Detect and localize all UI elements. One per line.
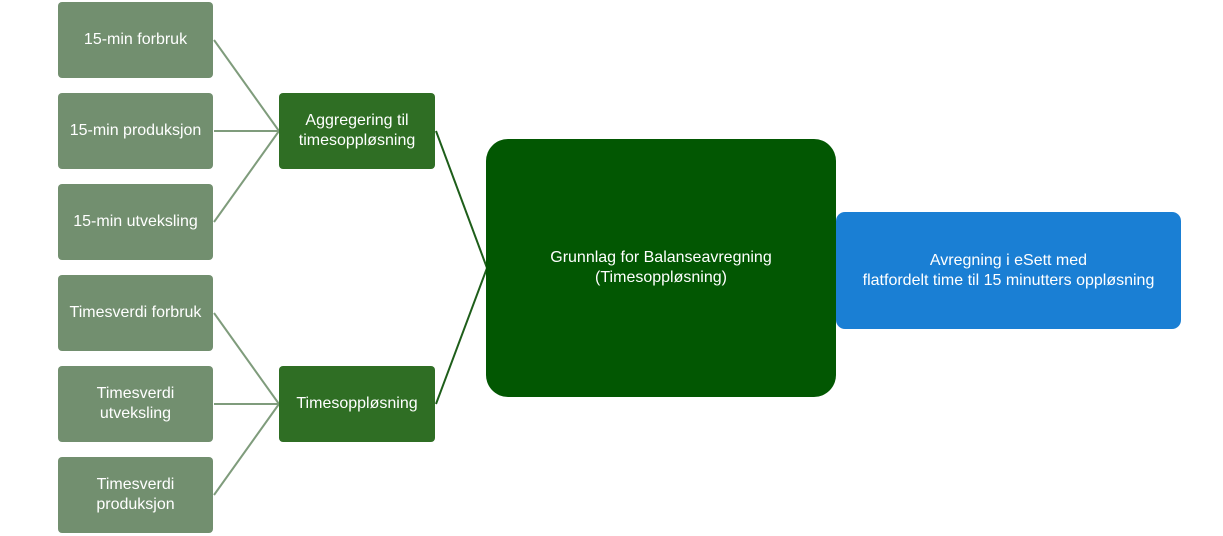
node-aggregation-to-hourly-label: Aggregering til timesoppløsning [298, 112, 416, 149]
node-balance-settlement-basis: Grunnlag for Balanseavregning (Timesoppl… [486, 139, 836, 397]
node-hourly-exchange-label: Timesverdi utveksling [96, 385, 175, 422]
connector-hourly-production-to-hourly [213, 403, 280, 496]
node-hourly-production-label: Timesverdi produksjon [96, 476, 175, 513]
node-hourly-resolution-label: Timesoppløsning [296, 395, 418, 412]
node-15min-consumption: 15-min forbruk [58, 2, 213, 78]
node-15min-exchange: 15-min utveksling [58, 184, 213, 260]
node-hourly-production: Timesverdi produksjon [58, 457, 213, 533]
connector-aggregation-to-main [435, 130, 488, 269]
node-15min-production-label: 15-min produksjon [69, 122, 202, 139]
node-15min-consumption-label: 15-min forbruk [83, 31, 188, 48]
node-esett-settlement-label: Avregning i eSett med flatfordelt time t… [862, 251, 1155, 289]
node-hourly-exchange: Timesverdi utveksling [58, 366, 213, 442]
node-hourly-resolution: Timesoppløsning [279, 366, 435, 442]
connector-min15-consumption-to-aggregation [213, 39, 280, 132]
node-aggregation-to-hourly: Aggregering til timesoppløsning [279, 93, 435, 169]
node-15min-exchange-label: 15-min utveksling [73, 213, 198, 230]
node-esett-settlement: Avregning i eSett med flatfordelt time t… [836, 212, 1181, 329]
connector-hourly-consumption-to-hourly [213, 312, 280, 405]
node-15min-production: 15-min produksjon [58, 93, 213, 169]
connector-hourly-to-main [435, 267, 488, 405]
node-hourly-consumption-label: Timesverdi forbruk [69, 304, 202, 321]
connector-min15-exchange-to-aggregation [213, 130, 280, 223]
node-balance-settlement-basis-label: Grunnlag for Balanseavregning (Timesoppl… [550, 249, 772, 286]
node-hourly-consumption: Timesverdi forbruk [58, 275, 213, 351]
